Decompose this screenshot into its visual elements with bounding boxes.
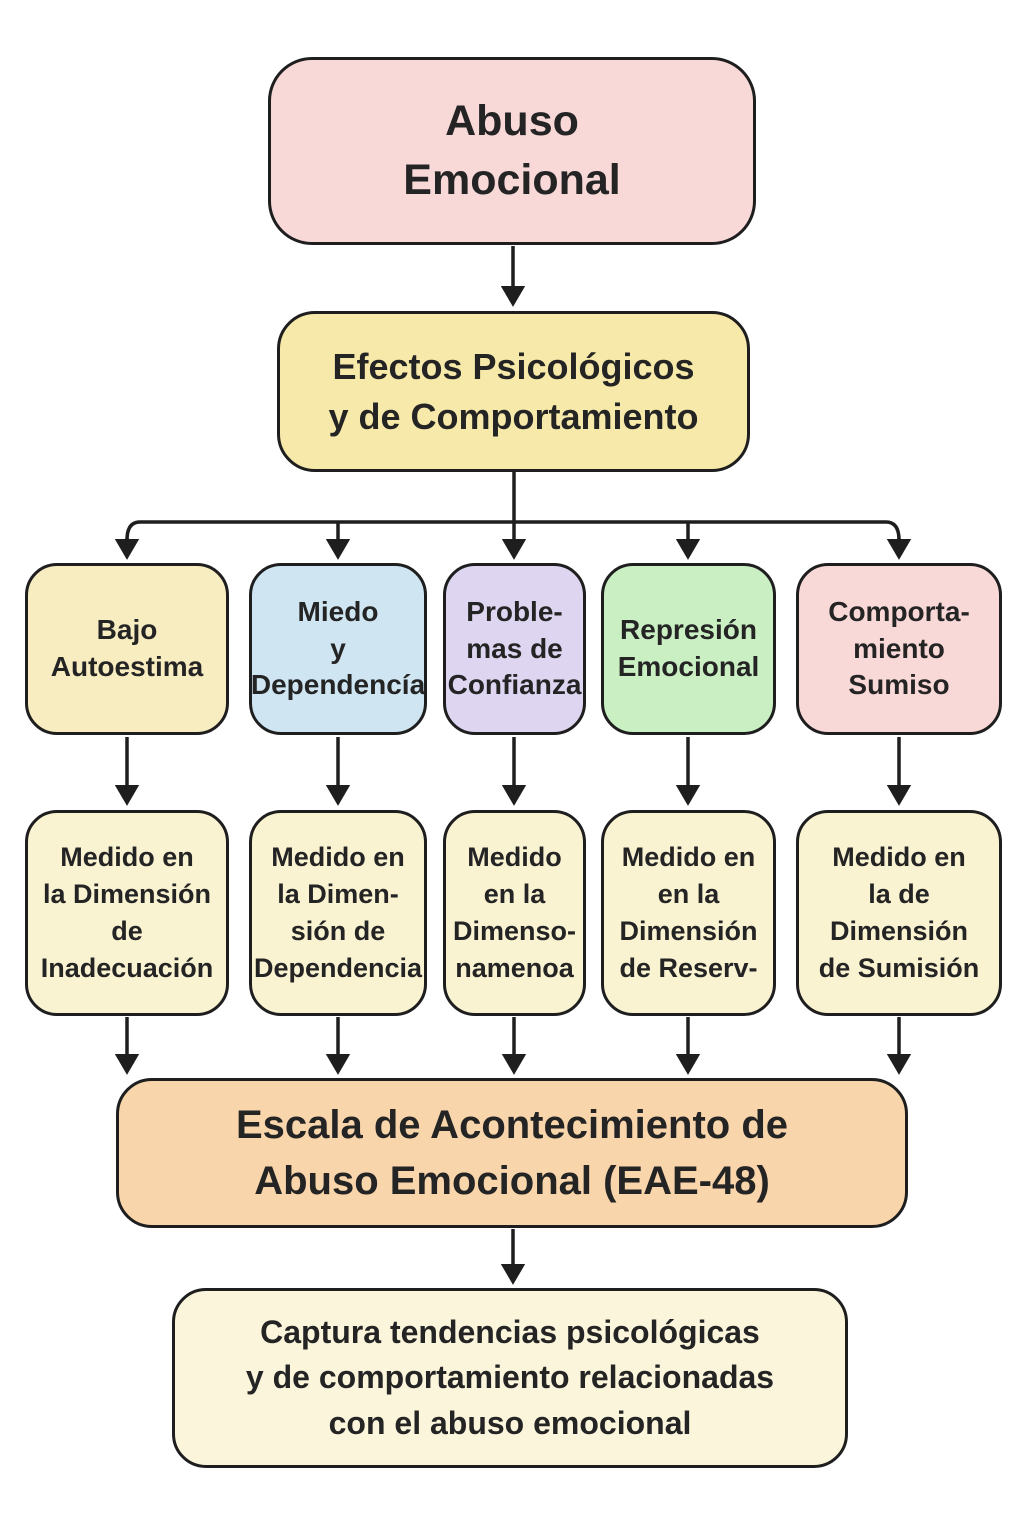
branch-problemas-de-confianza: Proble- mas de Confianza: [443, 563, 586, 735]
node-efectos-psicologicos: Efectos Psicológicos y de Comportamiento: [277, 311, 750, 472]
node-captura-tendencias: Captura tendencias psicológicas y de com…: [172, 1288, 848, 1468]
branch-miedo-y-dependencia: Miedo y Dependencía: [249, 563, 427, 735]
branch-bajo-autoestima: Bajo Autoestima: [25, 563, 229, 735]
node-escala-eae-48: Escala de Acontecimiento de Abuso Emocio…: [116, 1078, 908, 1228]
measure-dimension-dependencia: Medido en la Dimen- sión de Dependencia: [249, 810, 427, 1016]
node-abuso-emocional: Abuso Emocional: [268, 57, 756, 245]
measure-dimension-reserva: Medido en en la Dimensión de Reserv-: [601, 810, 776, 1016]
measure-dimension-namenoa: Medido en la Dimenso- namenoa: [443, 810, 586, 1016]
measure-dimension-sumision: Medido en la de Dimensión de Sumisión: [796, 810, 1002, 1016]
measure-dimension-inadecuacion: Medido en la Dimensión de Inadecuación: [25, 810, 229, 1016]
branch-represion-emocional: Represión Emocional: [601, 563, 776, 735]
branch-comportamiento-sumiso: Comporta- miento Sumiso: [796, 563, 1002, 735]
